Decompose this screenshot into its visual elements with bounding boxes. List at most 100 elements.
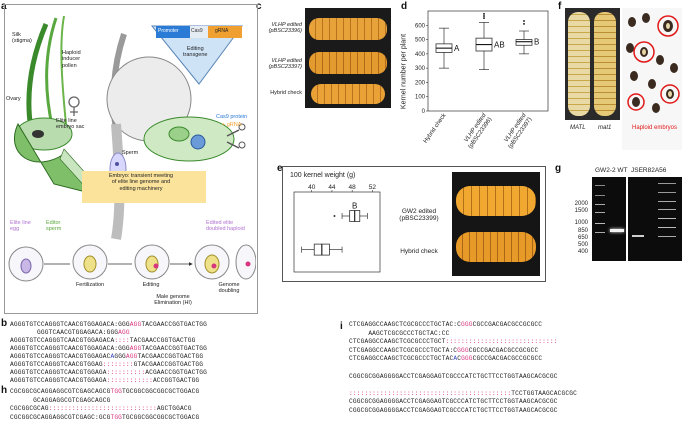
d-group-letter: B (534, 38, 539, 47)
d-plot-frame (427, 10, 549, 112)
e-title: 100 kernel weight (g) (290, 172, 356, 179)
g-ladder-2000: 2000 (574, 201, 588, 207)
d-group-letter: A (454, 44, 460, 53)
label-grna-plus: + gRNA (222, 122, 242, 128)
g-ladder-500: 500 (577, 241, 588, 248)
c-label-1: VLHP edited (pBSC23396) (268, 22, 302, 35)
f-mat1-label: mat1 (598, 125, 612, 131)
sequence-row: CGCGGCGCAGGAGGCGTCGAGCAGCGTGGTGCGGCGGCGG… (10, 388, 200, 395)
label-cas9: Cas9 (191, 28, 203, 34)
d-ytick-label: 400 (415, 52, 426, 58)
d-outlier (483, 17, 485, 20)
sequence-row: CGGCGCGGAGGGGACCTCGAGGAGTCGCCCATCTGCTTCC… (349, 398, 558, 406)
d-category-label: VLHP edited(pBSC23396) (462, 112, 494, 150)
g-lane-2: JSER82A56 (631, 167, 667, 174)
d-group-letter: AB (494, 41, 505, 50)
sequence-row: CTCGAGGCCAAGCTCGCGCCCTGCTA:CGGGCGCCGACGA… (349, 346, 539, 354)
sequence-row: CTCGAGGCCAAGCTCGCGCCCTGCTAC:CGGGCGCCGACG… (349, 321, 543, 328)
sequence-row: AGGGTGTCCAGGGTCAACGTGGAGA::::::::::ACGAA… (10, 369, 208, 376)
label-embryo-box: Embryo: transient meeting of elite line … (108, 173, 174, 192)
g-ladder: 2000 1500 1000 850 650 500 400 (566, 201, 588, 256)
e-outlier (333, 215, 336, 217)
label-editing-transgene: Editing transgene (183, 46, 208, 59)
ear-photo-c (305, 8, 391, 108)
label-silk: Silk (stigma) (12, 32, 32, 45)
sequence-row: CGGCGCGGAGGGGACCTCGAGGAGTCGCCCATCTGCTTCC… (349, 372, 558, 380)
d-ylabel-wrap: Kernel number per plant (399, 18, 409, 128)
sequence-row: AAGCTCGCGCCCTGCTAC:CC (349, 329, 450, 337)
d-ytick-label: 200 (415, 80, 426, 86)
d-category-label: Hybrid check (423, 112, 448, 145)
panel-label-f: f (558, 1, 562, 12)
label-sperm: Sperm (122, 150, 139, 156)
f-embryos-photo (622, 8, 682, 150)
panel-label-b: b (1, 318, 8, 329)
sequence-row: AGGGTGTCCAGGGTCAACGTGGAGACA::::TACGAACCG… (10, 337, 196, 344)
sequence-row: CGCGGCGCAGGAGGCGTCGAGC:GCGTGGTGCGGCGGCGG… (10, 413, 200, 421)
sequence-row: ::::::::::::::::::::::::::::::::::::::::… (349, 389, 577, 397)
label-grna: gRNA (215, 28, 229, 34)
sequence-row: AGGGTGTCCAGGGTCAACGTGGAGACAGGGAGGTACGAAC… (10, 353, 204, 360)
d-outlier (523, 22, 525, 25)
f-haploid-label: Haploid embryos (632, 125, 678, 131)
step-genome-doubling: Genome doubling (218, 282, 240, 295)
label-edited-haploid: Edited elite doubled haploid (206, 220, 245, 233)
g-ladder-1500: 1500 (574, 208, 588, 215)
e-xtick-label: 40 (308, 184, 316, 191)
panel-a-illustration (8, 15, 256, 282)
d-ytick-label: 600 (415, 23, 426, 29)
d-box (515, 39, 533, 46)
panel-e-frame (282, 166, 546, 282)
label-elite-egg: Elite line egg (10, 220, 31, 233)
e-xtick-label: 52 (369, 184, 377, 191)
panel-label-g: g (555, 163, 562, 174)
e-xtick-label: 48 (349, 184, 357, 191)
label-editor-sperm: Editor sperm (46, 220, 62, 233)
sequence-row: CGCGGCGCAG::::::::::::::::::::::::::::AG… (10, 405, 192, 413)
ear-photo-e (452, 172, 540, 276)
sequence-row: GCAGGAGGCGTCGAGCAGCG (10, 396, 111, 404)
e-boxplot: 40 44 48 52B (293, 184, 381, 273)
e-plot-frame (293, 191, 381, 273)
g-lane-1: GW2-2 WT (595, 167, 628, 174)
gel-lane-left (592, 177, 626, 261)
f-ears-photo (565, 8, 620, 150)
d-category-label-line: Hybrid check (423, 112, 448, 145)
label-haploid-pollen: Haploid inducer pollen (62, 50, 81, 69)
panel-label-d: d (401, 1, 408, 12)
label-promoter: Promoter (158, 28, 179, 34)
sequence-row: AGGGTGTCCAGGGTCAACGTGGAG::::::::GTACGAAC… (10, 361, 204, 368)
sequence-row: AGGGTGTCCAGGGTCAACGTGGAGACA:GGGAGGTACGAA… (10, 345, 208, 352)
g-ladder-650: 650 (577, 234, 588, 241)
gel-lane-right (628, 177, 682, 261)
e-group-letter: B (352, 202, 357, 211)
e-hybrid-label: Hybrid check (400, 248, 438, 255)
d-category-label: VLHP edited(pBSC23397) (502, 112, 534, 150)
sequence-row: CTCGAGGCCAAGCTCGCGCCCTGCT:::::::::::::::… (349, 338, 558, 346)
panel-label-e: e (277, 163, 283, 174)
label-elite-embryo-sac: Elite line embryo sac (56, 118, 85, 131)
sequence-row: AGGGTGTCCAGGGTCAACGTGGAGACA:GGGAGGTACGAA… (10, 321, 208, 328)
sequence-row: AGGGTGTCCAGGGTCAACGTGGAGA::::::::::::ACC… (10, 377, 200, 384)
step-fertilization: Fertilization (75, 282, 105, 288)
label-cas9-protein: Cas9 protein (216, 114, 248, 120)
panel-label-i: i (340, 321, 343, 332)
g-ladder-850: 850 (577, 227, 588, 234)
d-ylabel: Kernel number per plant (400, 33, 408, 110)
g-ladder-400: 400 (577, 249, 588, 256)
d-ytick-label: 500 (415, 38, 426, 44)
step-male-elimination: Male genome Elimination (HI) (154, 294, 192, 307)
panel-label-h: h (1, 385, 8, 396)
e-xtick-label: 44 (328, 184, 336, 191)
d-ytick-label: 300 (415, 66, 426, 72)
c-label-2: VLHP edited (pBSC23397) (268, 58, 302, 71)
e-gw2-label: GW2 edited (pBSC23399) (399, 208, 439, 223)
g-ladder-1000: 1000 (574, 220, 588, 227)
panel-label-c: c (256, 1, 262, 12)
label-ovary: Ovary (6, 96, 21, 102)
step-editing: Editing (142, 282, 160, 288)
c-label-3: Hybrid check (270, 90, 302, 96)
panel-a-frame (4, 4, 258, 314)
f-matl-label: MATL (570, 125, 586, 131)
